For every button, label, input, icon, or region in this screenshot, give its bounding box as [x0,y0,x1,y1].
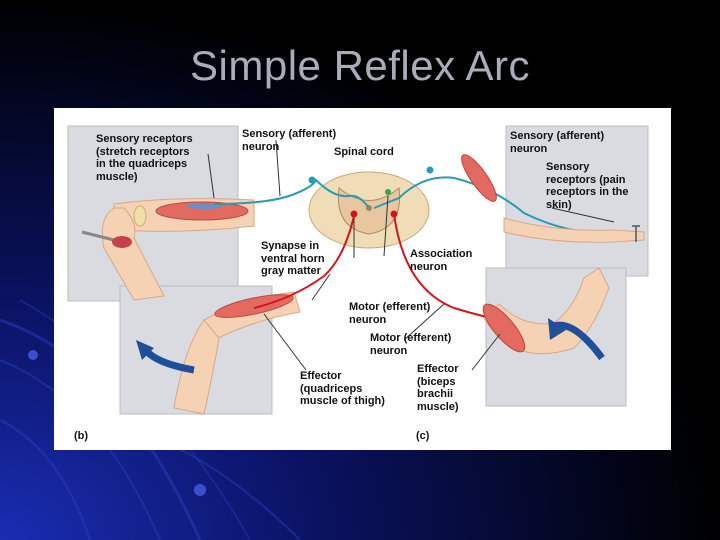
label-sensory-neuron-c: Sensory (afferent) neuron [510,130,605,155]
reflex-arc-illustration [67,125,649,415]
reflex-hammer [81,230,115,242]
pain-stimulus [632,225,640,242]
label-sensory-neuron-b: Sensory (afferent) neuron [242,128,337,153]
sensory-nerve-b [213,178,370,209]
quadriceps-muscle-b1 [155,201,249,221]
label-motor-neuron-b: Motor (efferent) neuron [349,301,431,326]
forearm-c1 [503,217,645,243]
biceps-muscle-c2 [482,303,526,353]
quadriceps-muscle-b2 [214,294,294,318]
kick-arrow-head [136,340,154,360]
slide-title: Simple Reflex Arc [190,42,530,89]
label-association-neuron: Association neuron [410,248,473,273]
knee [133,205,147,227]
motor-neuron-body-b [350,210,358,218]
panel-c-top [505,125,649,277]
sensory-ganglion-c [426,166,434,174]
panel-label-b: (b) [74,430,89,442]
panel-label-c: (c) [416,430,430,442]
stretch-receptor [186,203,222,209]
label-motor-neuron-c: Motor (efferent) neuron [370,332,452,357]
label-spinal-cord: Spinal cord [334,146,394,158]
label-sensory-receptors-b: Sensory receptors (stretch receptors in … [96,133,193,183]
label-sensory-receptors-c: Sensory receptors (pain receptors in the… [546,161,629,211]
background-dot [194,484,206,496]
background-dot [28,350,38,360]
biceps-muscle-c1 [461,154,497,202]
leg-lower [101,207,165,301]
reflex-hammer-head [112,236,132,248]
motor-neuron-body-c [390,210,398,218]
withdraw-arrow-head [548,318,566,340]
motor-nerve-b [253,215,355,309]
label-effector-c: Effector (biceps brachii muscle) [417,363,459,413]
leader-lines [207,139,615,371]
sensory-ganglion-b [308,176,316,184]
label-effector-b: Effector (quadriceps muscle of thigh) [300,370,385,407]
association-neuron-body [385,189,391,195]
reflex-arc-figure: Sensory receptors (stretch receptors in … [54,108,671,450]
label-synapse: Synapse in ventral horn gray matter [261,240,325,277]
leg-lower-b2 [173,319,220,415]
